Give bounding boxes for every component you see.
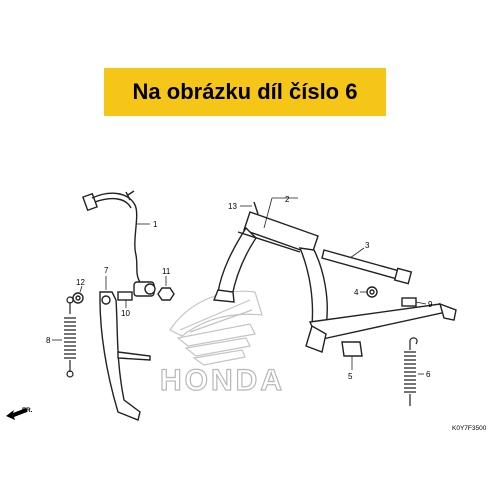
part-10-pivot-bolt[interactable] <box>117 291 133 308</box>
callout-5: 5 <box>348 372 353 381</box>
honda-wing-watermark <box>169 290 263 366</box>
title-banner: Na obrázku díl číslo 6 <box>104 68 386 116</box>
part-4-washer[interactable] <box>360 286 378 298</box>
diagram-code: K0Y7F3500 <box>452 425 487 432</box>
front-marker-label: FR. <box>22 407 33 414</box>
honda-watermark-text: HONDA <box>160 364 285 397</box>
part-6-main-stand-spring[interactable] <box>404 337 424 406</box>
part-8-side-stand-spring[interactable] <box>52 296 76 378</box>
callout-6: 6 <box>426 370 431 379</box>
part-1-side-stand-switch[interactable] <box>82 190 156 297</box>
callout-8: 8 <box>46 336 51 345</box>
part-3-pivot-shaft[interactable] <box>321 247 413 285</box>
part-7-side-stand[interactable] <box>99 276 151 421</box>
callout-10: 10 <box>121 309 130 318</box>
part-2-main-stand[interactable] <box>213 197 457 353</box>
callout-1: 1 <box>153 220 158 229</box>
callout-2: 2 <box>285 195 290 204</box>
title-text: Na obrázku díl číslo 6 <box>132 79 358 104</box>
callout-11: 11 <box>162 267 171 276</box>
part-13-pin[interactable] <box>240 201 259 215</box>
part-12-collar[interactable] <box>72 285 84 304</box>
callout-13: 13 <box>228 202 237 211</box>
callout-7: 7 <box>104 266 109 275</box>
callout-3: 3 <box>365 241 370 250</box>
part-5-stopper-rubber[interactable] <box>341 341 363 370</box>
callout-9: 9 <box>428 300 433 309</box>
front-direction-arrow-icon <box>6 408 27 420</box>
part-9-bolt[interactable] <box>401 297 427 307</box>
part-11-nut[interactable] <box>157 276 175 301</box>
callout-12: 12 <box>76 278 85 287</box>
callout-4: 4 <box>354 288 359 297</box>
